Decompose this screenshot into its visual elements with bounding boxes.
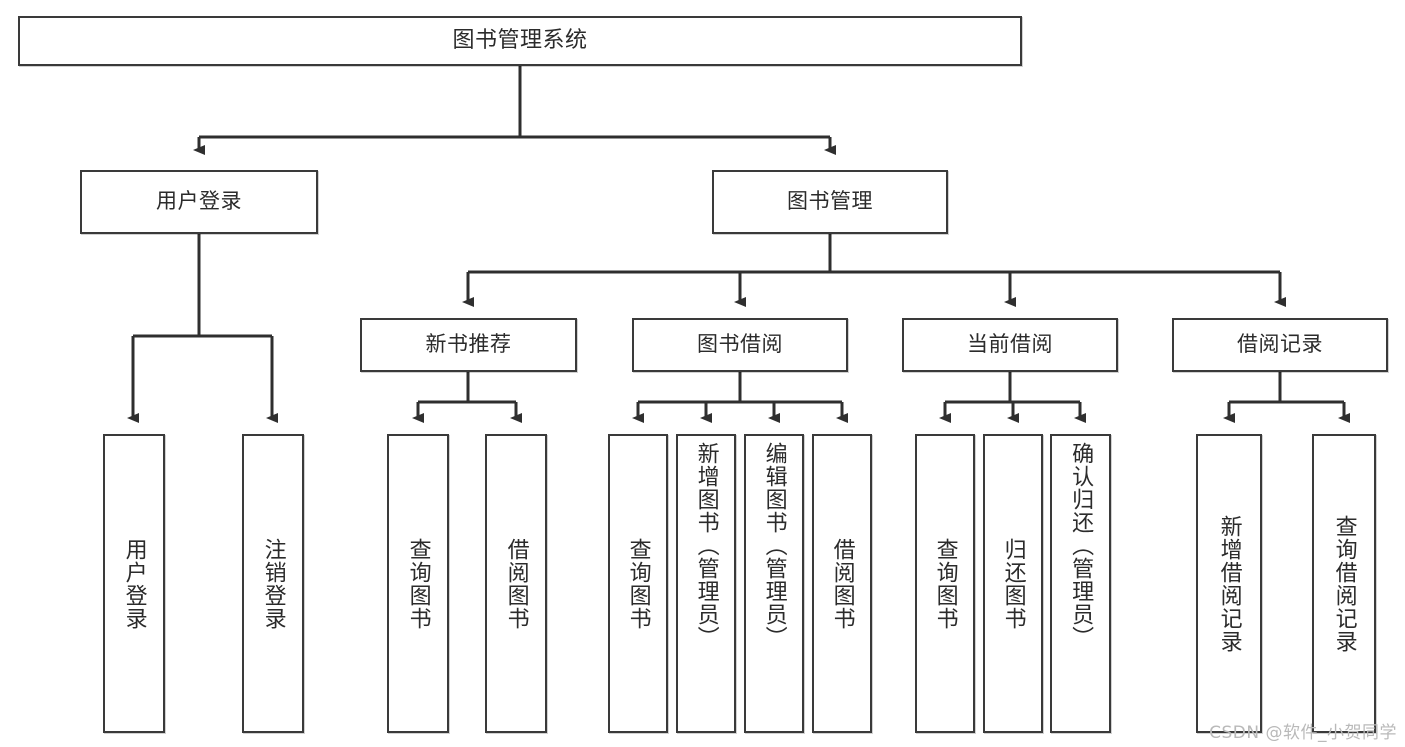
node-leaf-user-login-logout[interactable]: 注销登录 xyxy=(242,434,304,733)
node-book-borrow[interactable]: 图书借阅 xyxy=(632,318,848,372)
node-root-book-management-system[interactable]: 图书管理系统 xyxy=(18,16,1022,66)
node-label: 确认归还（管理员） xyxy=(1068,442,1094,649)
node-label: 注销登录 xyxy=(260,537,286,630)
node-label: 图书借阅 xyxy=(697,332,783,357)
node-label: 查询图书 xyxy=(625,537,651,630)
node-label: 编辑图书（管理员） xyxy=(761,442,787,649)
node-label: 新书推荐 xyxy=(425,332,512,357)
node-leaf-current-query-book[interactable]: 查询图书 xyxy=(915,434,975,733)
node-label: 借阅图书 xyxy=(503,537,529,630)
node-leaf-borrow-edit-book-admin[interactable]: 编辑图书（管理员） xyxy=(744,434,804,733)
node-leaf-record-query-record[interactable]: 查询借阅记录 xyxy=(1312,434,1376,733)
node-label: 图书管理系统 xyxy=(452,27,588,53)
node-borrow-record[interactable]: 借阅记录 xyxy=(1172,318,1388,372)
node-label: 新增图书（管理员） xyxy=(693,442,719,649)
node-label: 借阅图书 xyxy=(829,537,855,630)
csdn-watermark: CSDN @软件_小贺同学 xyxy=(1209,723,1397,743)
node-label: 查询图书 xyxy=(932,537,958,630)
node-leaf-new-book-borrow[interactable]: 借阅图书 xyxy=(485,434,547,733)
node-label: 归还图书 xyxy=(1000,537,1026,630)
node-leaf-new-book-query[interactable]: 查询图书 xyxy=(387,434,449,733)
node-label: 当前借阅 xyxy=(967,332,1053,357)
node-label: 图书管理 xyxy=(787,189,873,214)
node-label: 查询图书 xyxy=(405,537,431,630)
node-label: 新增借阅记录 xyxy=(1216,514,1242,653)
node-leaf-borrow-borrow-book[interactable]: 借阅图书 xyxy=(812,434,872,733)
node-new-book-recommend[interactable]: 新书推荐 xyxy=(360,318,577,372)
node-label: 借阅记录 xyxy=(1237,332,1323,357)
node-label: 用户登录 xyxy=(156,189,242,214)
node-leaf-borrow-add-book-admin[interactable]: 新增图书（管理员） xyxy=(676,434,736,733)
node-leaf-record-add-record[interactable]: 新增借阅记录 xyxy=(1196,434,1262,733)
node-current-borrow[interactable]: 当前借阅 xyxy=(902,318,1118,372)
node-label: 用户登录 xyxy=(121,537,147,630)
node-leaf-current-return-book[interactable]: 归还图书 xyxy=(983,434,1043,733)
node-leaf-borrow-query-book[interactable]: 查询图书 xyxy=(608,434,668,733)
node-user-login[interactable]: 用户登录 xyxy=(80,170,318,234)
node-leaf-current-confirm-return-admin[interactable]: 确认归还（管理员） xyxy=(1050,434,1111,733)
node-label: 查询借阅记录 xyxy=(1331,514,1357,653)
node-book-management[interactable]: 图书管理 xyxy=(712,170,948,234)
node-leaf-user-login-login[interactable]: 用户登录 xyxy=(103,434,165,733)
